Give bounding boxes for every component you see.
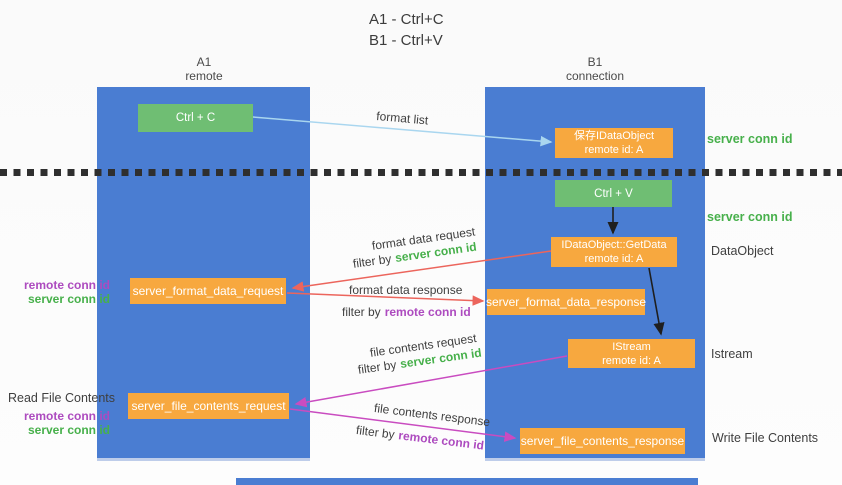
title-line-1: A1 - Ctrl+C	[369, 11, 444, 28]
server-conn-id-side-top: server conn id	[707, 132, 793, 146]
format-data-response-label: format data response	[349, 283, 463, 297]
filter-by-text: filter by	[355, 423, 396, 442]
server-format-data-response-label: server_format_data_response	[485, 295, 647, 309]
ctrl-c-box: Ctrl + C	[138, 104, 253, 132]
server-conn-id-side-mid: server conn id	[707, 210, 793, 224]
istream-side-label: Istream	[711, 347, 753, 361]
bottom-window-edge	[236, 478, 698, 485]
file-contents-response-label: file contents response	[373, 401, 491, 430]
lane-a-title: A1	[196, 55, 212, 69]
lane-b-subtitle: connection	[565, 69, 625, 83]
istream-line2: remote id: A	[602, 354, 661, 367]
server-format-data-request-box: server_format_data_request	[130, 278, 286, 304]
server-conn-id-label-1: server conn id	[27, 292, 110, 306]
remote-conn-id-text: remote conn id	[384, 305, 471, 319]
remote-conn-id-label-2: remote conn id	[23, 409, 110, 423]
getdata-line2: remote id: A	[584, 253, 644, 265]
getdata-line1: IDataObject::GetData	[561, 239, 667, 251]
save-dataobject-line1: 保存IDataObject	[573, 130, 655, 142]
istream-line1: IStream	[612, 340, 651, 353]
title-line-2: B1 - Ctrl+V	[369, 32, 443, 49]
save-dataobject-line2: remote id: A	[584, 144, 644, 156]
format-list-label: format list	[375, 109, 429, 128]
write-file-contents-label: Write File Contents	[712, 431, 819, 445]
server-file-contents-request-label: server_file_contents_request	[131, 399, 286, 413]
ctrl-v-label: Ctrl + V	[594, 187, 633, 200]
remote-conn-id-text: remote conn id	[397, 428, 485, 453]
diagram-title: A1 - Ctrl+C B1 - Ctrl+V	[369, 9, 444, 51]
server-conn-id-label-2: server conn id	[27, 423, 110, 437]
dataobject-side-label: DataObject	[711, 244, 774, 258]
server-format-data-request-label: server_format_data_request	[132, 284, 284, 298]
getdata-box: IDataObject::GetData remote id: A	[551, 237, 677, 267]
phase-separator-line	[0, 169, 842, 176]
lane-a-subtitle: remote	[185, 69, 223, 83]
filter-by-text: filter by	[352, 251, 393, 271]
server-file-contents-response-label: server_file_contents_response	[520, 434, 685, 448]
server-format-data-response-box: server_format_data_response	[485, 289, 647, 315]
save-dataobject-box: 保存IDataObject remote id: A	[555, 128, 673, 158]
server-file-contents-request-box: server_file_contents_request	[128, 393, 289, 419]
conn-id-pair-2: remote conn id server conn id	[10, 409, 110, 437]
filter-by-text: filter by	[357, 357, 398, 377]
lane-a-header: A1 remote	[148, 55, 260, 83]
filter-by-text: filter by	[342, 305, 381, 319]
lane-b-header: B1 connection	[539, 55, 651, 83]
remote-conn-id-label-1: remote conn id	[23, 278, 110, 292]
istream-box: IStream remote id: A	[568, 339, 695, 368]
lane-b-title: B1	[587, 55, 603, 69]
ctrl-c-label: Ctrl + C	[175, 112, 216, 124]
server-file-contents-response-box: server_file_contents_response	[520, 428, 685, 454]
ctrl-v-box: Ctrl + V	[555, 180, 672, 207]
conn-id-pair-1: remote conn id server conn id	[10, 278, 110, 306]
read-file-contents-label: Read File Contents	[8, 391, 116, 405]
